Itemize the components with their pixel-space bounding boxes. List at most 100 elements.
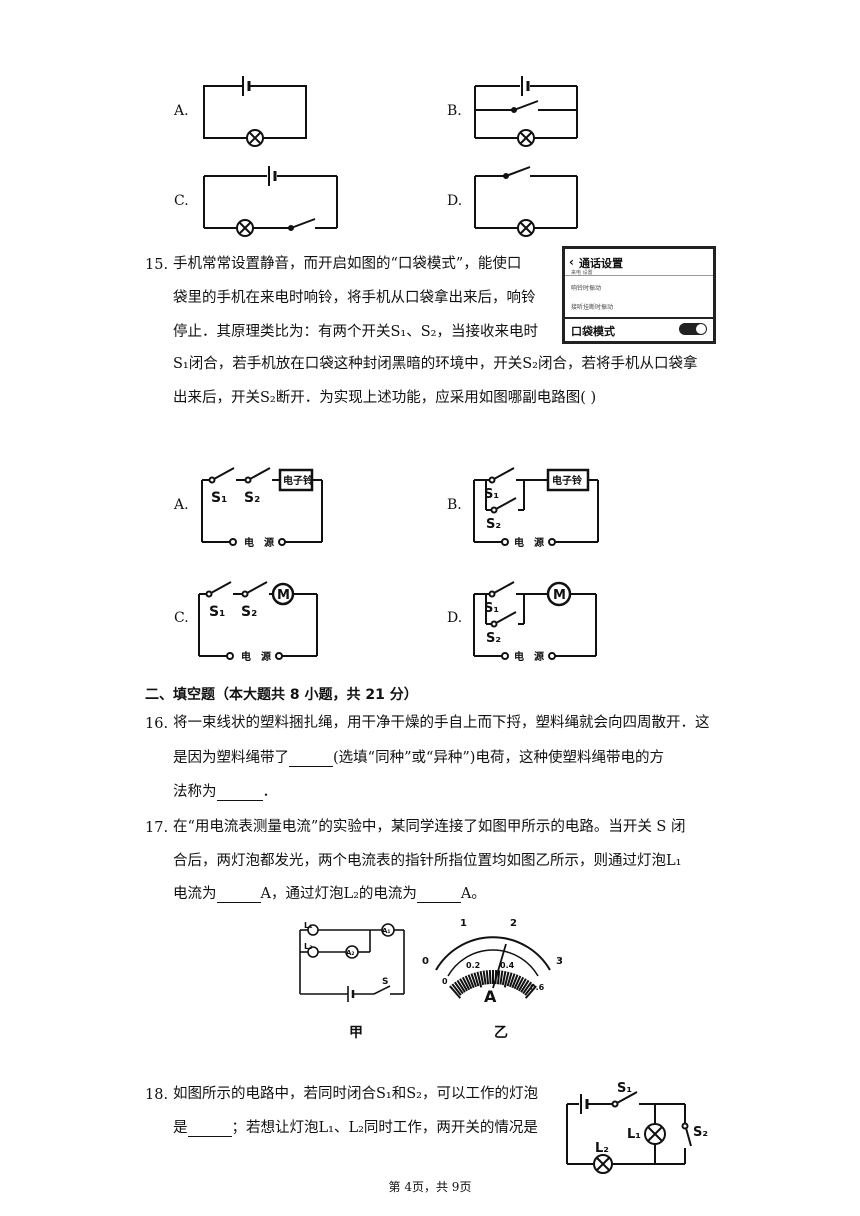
dial-tick-mark <box>482 970 487 985</box>
a2-label: A₂ <box>346 949 354 957</box>
q16-number: 16. <box>145 716 169 732</box>
dial-tick-mark <box>479 970 485 986</box>
q16-line-2-b: (选填“同种”或“异种”)电荷，这种使塑料绳带电的方 <box>333 750 664 766</box>
dial-tick-mark <box>506 972 513 987</box>
q15-label-c: C. <box>174 610 189 626</box>
phone-back-icon: ‹ <box>569 255 574 269</box>
q18-line-1: 如图所示的电路中，若同时闭合S₁和S₂，可以工作的灯泡 <box>173 1086 538 1102</box>
dial-tick-mark <box>473 972 480 987</box>
q15-line-5: 出来后，开关S₂断开．为实现上述功能，应采用如图哪副电路图( ) <box>173 390 597 406</box>
q15-circuit-c: S₁ S₂ M 电 源 <box>198 581 318 663</box>
q17-line-3-a: 电流为 <box>173 886 217 902</box>
dial-tick-mark <box>456 979 466 993</box>
l2-label: L₂ <box>595 1141 609 1156</box>
fig-yi-caption: 乙 <box>494 1025 508 1041</box>
q18-number: 18. <box>145 1087 169 1103</box>
phone-title: 通话设置 <box>579 257 623 270</box>
dial-tick-mark <box>524 985 537 999</box>
page-footer: 第 4页，共 9页 <box>388 1180 472 1194</box>
q14-circuit-a <box>203 76 307 147</box>
q17-line-2: 合后，两灯泡都发光，两个电流表的指针所指位置均如图乙所示，则通过灯泡L₁ <box>173 853 682 869</box>
dial-unit: A <box>484 987 497 1006</box>
q16-blank-1[interactable] <box>289 751 333 767</box>
dial-tick-3: 3 <box>556 956 563 967</box>
dial-tick-mark <box>515 976 525 991</box>
q15-line-1: 手机常常设置静音，而开启如图的“口袋模式”，能使口 <box>173 256 522 272</box>
switch-s2-label: S₂ <box>244 490 260 506</box>
q16-line-3-a: 法称为 <box>173 784 217 800</box>
q18-line-2-a: 是 <box>173 1120 188 1136</box>
pocket-mode-toggle[interactable] <box>679 323 707 335</box>
q17-blank-1[interactable] <box>216 887 261 903</box>
dial-tick-mark <box>513 975 522 990</box>
q15-circuit-a: S₁ S₂ 电子铃 电 源 <box>201 467 323 549</box>
q17-blank-2[interactable] <box>416 887 461 903</box>
q18-circuit: S₁ S₂ L₁ L₂ <box>566 1081 708 1174</box>
dial-tick-0: 0 <box>422 956 429 967</box>
phone-row-2: 接听挂断时振动 <box>571 304 614 311</box>
motor-label: M <box>553 588 566 603</box>
phone-subtitle: 来电 设置 <box>571 270 593 276</box>
power-label-1: 电 <box>514 536 524 549</box>
q18-blank-1[interactable] <box>187 1121 232 1137</box>
dial-tick-mark <box>485 970 490 985</box>
l1-label: L₁ <box>627 1127 641 1142</box>
dial-tick-mark <box>459 978 468 992</box>
dial-tick-mark <box>524 983 535 996</box>
q18-line-2: 是 ；若想让灯泡L₁、L₂同时工作，两开关的情况是 <box>173 1121 538 1137</box>
dial-tick-mark <box>464 975 473 990</box>
l1-label: L₁ <box>304 921 313 930</box>
q15-label-a: A. <box>174 497 189 513</box>
motor-label: M <box>277 588 290 603</box>
s2-label: S₂ <box>693 1125 708 1140</box>
q15-label-b: B. <box>447 497 462 513</box>
q18-line-2-b: ；若想让灯泡L₁、L₂同时工作，两开关的情况是 <box>231 1120 538 1136</box>
power-label-2: 源 <box>534 650 544 663</box>
phone-pocket-mode-label: 口袋模式 <box>571 325 615 338</box>
dial-tick-mark <box>501 970 507 986</box>
q15-circuit-d: S₁ S₂ M 电 源 <box>473 581 597 663</box>
dial-tick-mark <box>496 970 501 985</box>
dial-tick-mark <box>451 983 462 996</box>
q16-blank-2[interactable] <box>216 785 263 801</box>
q14-label-c: C. <box>174 193 189 209</box>
dial-tick-2: 2 <box>510 918 517 929</box>
power-label-2: 源 <box>264 536 274 549</box>
dial-tick-mark <box>509 973 516 988</box>
q17-number: 17. <box>145 820 169 836</box>
dial-tick-mark <box>518 978 527 992</box>
q17-circuit-jia: L₁ L₂ A₁ A₂ S <box>299 921 405 1002</box>
q15-line-4: S₁闭合，若手机放在口袋这种封闭黑暗的环境中，开关S₂闭合，若将手机从口袋拿 <box>173 356 698 372</box>
q14-label-b: B. <box>447 103 462 119</box>
dial-tick-mark <box>476 971 483 988</box>
dial-inner-tick-06: 0.6 <box>530 983 545 992</box>
power-label-1: 电 <box>244 536 254 549</box>
dial-tick-mark <box>488 970 492 985</box>
q14-circuit-d <box>474 166 578 237</box>
switch-s1-label: S₁ <box>209 604 225 620</box>
bell-label: 电子铃 <box>552 474 583 487</box>
dial-tick-mark <box>511 974 519 989</box>
q17-line-3-c: A。 <box>460 886 486 902</box>
pocket-mode-phone-figure: ‹ 通话设置 来电 设置 响铃时振动 接听挂断时振动 口袋模式 <box>562 246 716 344</box>
q17-line-3-b: A，通过灯泡L₂的电流为 <box>260 886 417 902</box>
switch-s1-label: S₁ <box>484 487 499 502</box>
dial-tick-mark <box>520 979 530 993</box>
dial-inner-tick-02: 0.2 <box>466 961 480 970</box>
q14-label-d: D. <box>447 193 463 209</box>
switch-s2-label: S₂ <box>486 517 501 532</box>
power-label-2: 源 <box>534 536 544 549</box>
dial-tick-mark <box>461 976 471 991</box>
bell-label: 电子铃 <box>283 474 314 487</box>
q15-line-2: 袋里的手机在来电时响铃，将手机从口袋拿出来后，响铃 <box>173 290 536 306</box>
dial-tick-mark <box>522 981 533 995</box>
dial-inner-tick-0: 0 <box>442 977 448 986</box>
q16-line-3: 法称为 ． <box>173 785 277 801</box>
switch-s1-label: S₁ <box>211 490 227 506</box>
q14-label-a: A. <box>174 103 189 119</box>
dial-tick-mark <box>503 971 510 988</box>
s1-label: S₁ <box>617 1081 632 1096</box>
power-label-2: 源 <box>261 650 271 663</box>
q15-label-d: D. <box>447 610 463 626</box>
switch-s-label: S <box>382 977 388 987</box>
